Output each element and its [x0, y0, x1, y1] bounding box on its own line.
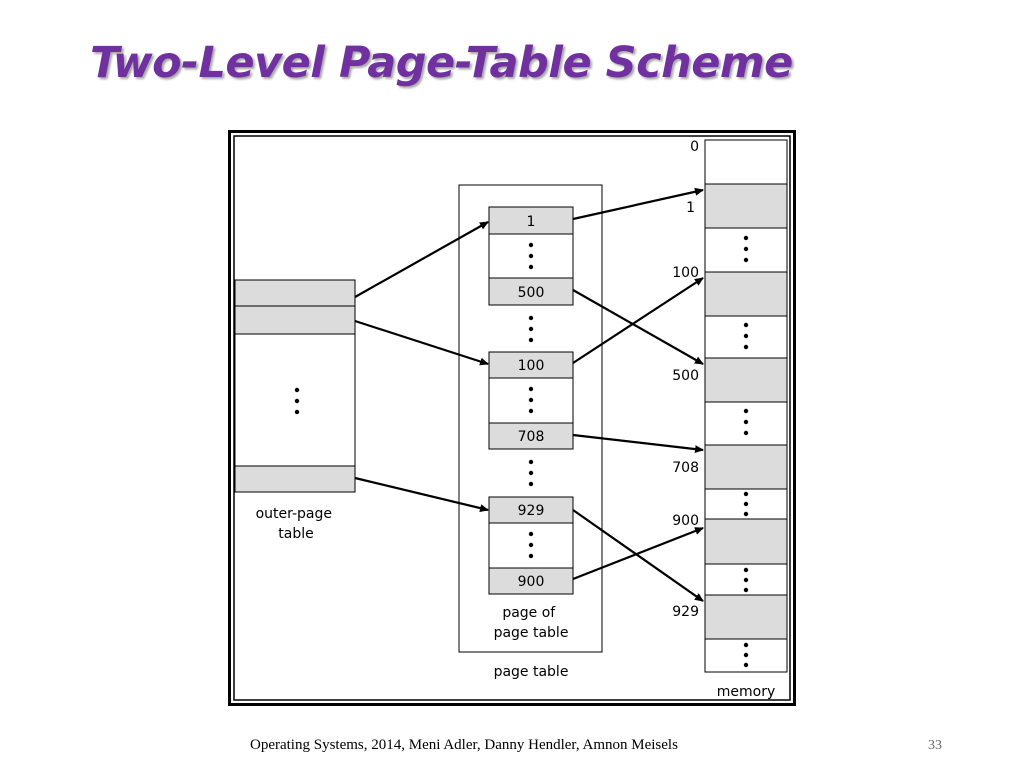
- outer-page-table: [234, 279, 356, 493]
- slide-title: Two-Level Page-Table Scheme: [90, 38, 793, 88]
- arrow: [572, 289, 704, 365]
- page-table-container: [458, 184, 603, 653]
- memory-frame-label: 0: [690, 139, 699, 155]
- memory-frame-label: 708: [672, 460, 699, 476]
- memory-frame-label: 1: [686, 200, 695, 216]
- arrow: [354, 476, 489, 513]
- ellipsis-dots: [528, 386, 534, 414]
- arrow: [354, 221, 489, 298]
- inner-entry: [488, 496, 574, 524]
- memory-column: [704, 139, 788, 673]
- outer-entry: [234, 465, 356, 493]
- outer-page-table-label: outer-page table: [256, 506, 337, 542]
- ellipsis-dots: [528, 242, 534, 270]
- memory-frame: [704, 139, 788, 185]
- ellipsis-dots: [528, 531, 534, 559]
- memory-frame: [704, 183, 788, 229]
- memory-frame: [704, 594, 788, 640]
- inner-entry-label: 708: [518, 429, 545, 445]
- outer-entry: [234, 279, 356, 307]
- page-of-page-table: [488, 351, 574, 450]
- arrow: [354, 319, 489, 366]
- inner-entry: [488, 277, 574, 306]
- memory-frame-label: 100: [672, 265, 699, 281]
- page-of-page-table: [488, 496, 574, 595]
- page-table-diagram: outer-page table 1 500 100 708: [228, 130, 796, 706]
- arrow: [572, 509, 704, 602]
- memory-frame: [704, 271, 788, 317]
- inner-entry-label: 500: [518, 285, 545, 301]
- memory-frame: [704, 444, 788, 490]
- inner-entry: [488, 351, 574, 379]
- figure-inner-frame: [233, 135, 791, 701]
- arrow: [572, 187, 704, 221]
- inner-entry-label: 1: [527, 214, 536, 230]
- ellipsis-dots: [528, 315, 534, 343]
- ellipsis-dots: [743, 235, 749, 668]
- page-table-label: page table: [494, 664, 569, 680]
- inner-entry-label: 900: [518, 574, 545, 590]
- arrow: [572, 277, 704, 364]
- memory-frame: [704, 518, 788, 565]
- page-of-page-table: [488, 206, 574, 306]
- arrow: [572, 433, 704, 454]
- arrow: [572, 526, 704, 581]
- ellipsis-dots: [294, 387, 300, 415]
- page-of-page-table-label: page of page table: [494, 605, 569, 641]
- ellipsis-dots: [528, 459, 534, 487]
- memory-frame-label: 900: [672, 513, 699, 529]
- inner-entry-label: 929: [518, 503, 545, 519]
- page-number: 33: [928, 738, 942, 753]
- memory-frame: [704, 357, 788, 403]
- inner-entry: [488, 422, 574, 450]
- memory-frame-label: 500: [672, 368, 699, 384]
- memory-frame-label: 929: [672, 604, 699, 620]
- pointer-arrows: [354, 187, 704, 602]
- memory-label: memory: [717, 684, 776, 700]
- inner-entry: [488, 206, 574, 235]
- inner-entry: [488, 567, 574, 595]
- slide-footer: Operating Systems, 2014, Meni Adler, Dan…: [250, 737, 678, 753]
- outer-entry: [234, 305, 356, 335]
- inner-entry-label: 100: [518, 358, 545, 374]
